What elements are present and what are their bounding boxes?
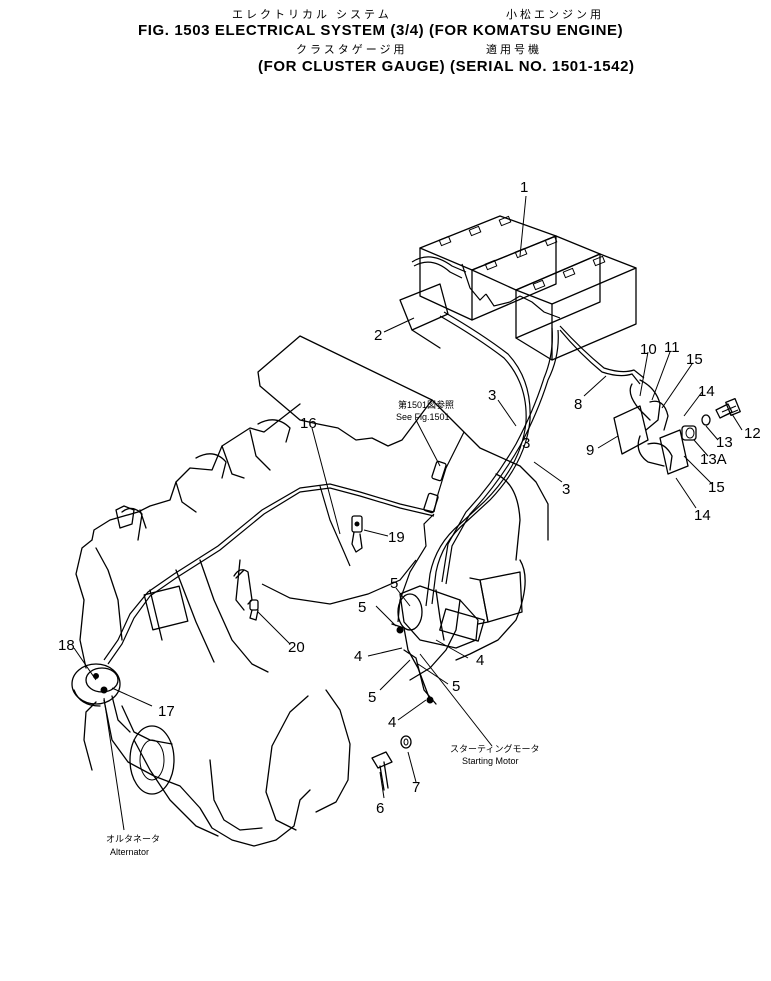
callout-2: 2 xyxy=(374,327,382,344)
callout-1: 1 xyxy=(520,179,528,196)
callout-3: 3 xyxy=(562,481,570,498)
callout-11: 11 xyxy=(664,339,680,356)
starting-motor-en-label: Starting Motor xyxy=(462,756,519,766)
callout-20: 20 xyxy=(288,639,305,656)
callout-5: 5 xyxy=(452,678,460,695)
ground-strap-assembly xyxy=(613,379,741,475)
callout-16: 16 xyxy=(300,415,317,432)
callout-4: 4 xyxy=(476,652,484,669)
sender-units xyxy=(249,515,363,621)
callout-4: 4 xyxy=(354,648,362,665)
callout-9: 9 xyxy=(586,442,594,459)
starting-motor xyxy=(391,585,485,705)
alternator xyxy=(71,663,121,707)
callout-8: 8 xyxy=(574,396,582,413)
callout-15: 15 xyxy=(708,479,725,496)
header-jp-cluster: クラスタゲージ用 xyxy=(296,44,408,56)
header-jp-engine: 小松エンジン用 xyxy=(506,9,604,21)
callout-5: 5 xyxy=(368,689,376,706)
starting-motor-jp-label: スターティングモータ xyxy=(450,743,539,754)
battery-pack xyxy=(399,215,637,361)
alternator-jp-label: オルタネータ xyxy=(106,834,160,844)
see-fig-en-label: See Fig.1501 xyxy=(396,412,450,422)
callout-13a: 13A xyxy=(700,451,727,468)
callout-12: 12 xyxy=(744,425,761,442)
callout-15: 15 xyxy=(686,351,703,368)
callout-5: 5 xyxy=(358,599,366,616)
callout-5: 5 xyxy=(390,575,398,592)
callout-4: 4 xyxy=(388,714,396,731)
callout-18: 18 xyxy=(58,637,75,654)
callout-3: 3 xyxy=(488,387,496,404)
alternator-en-label: Alternator xyxy=(110,847,149,857)
callout-19: 19 xyxy=(388,529,405,546)
callout-13: 13 xyxy=(716,434,733,451)
figure-subtitle: (FOR CLUSTER GAUGE) (SERIAL NO. 1501-154… xyxy=(258,58,635,75)
engine-outline xyxy=(75,335,549,847)
header-jp-title: エレクトリカル システム xyxy=(232,9,392,21)
see-fig-jp-label: 第1501図参照 xyxy=(398,399,454,410)
callout-14: 14 xyxy=(698,383,715,400)
header-jp-serial: 適用号機 xyxy=(486,44,542,56)
callout-10: 10 xyxy=(640,341,657,358)
bolt-and-washer xyxy=(371,735,412,791)
callout-7: 7 xyxy=(412,779,420,796)
callout-3: 3 xyxy=(522,435,530,452)
figure-title: FIG. 1503 ELECTRICAL SYSTEM (3/4) (FOR K… xyxy=(138,22,624,39)
callout-14: 14 xyxy=(694,507,711,524)
callout-17: 17 xyxy=(158,703,175,720)
leader-lines xyxy=(73,195,743,831)
callout-6: 6 xyxy=(376,800,384,817)
connector xyxy=(423,460,447,514)
